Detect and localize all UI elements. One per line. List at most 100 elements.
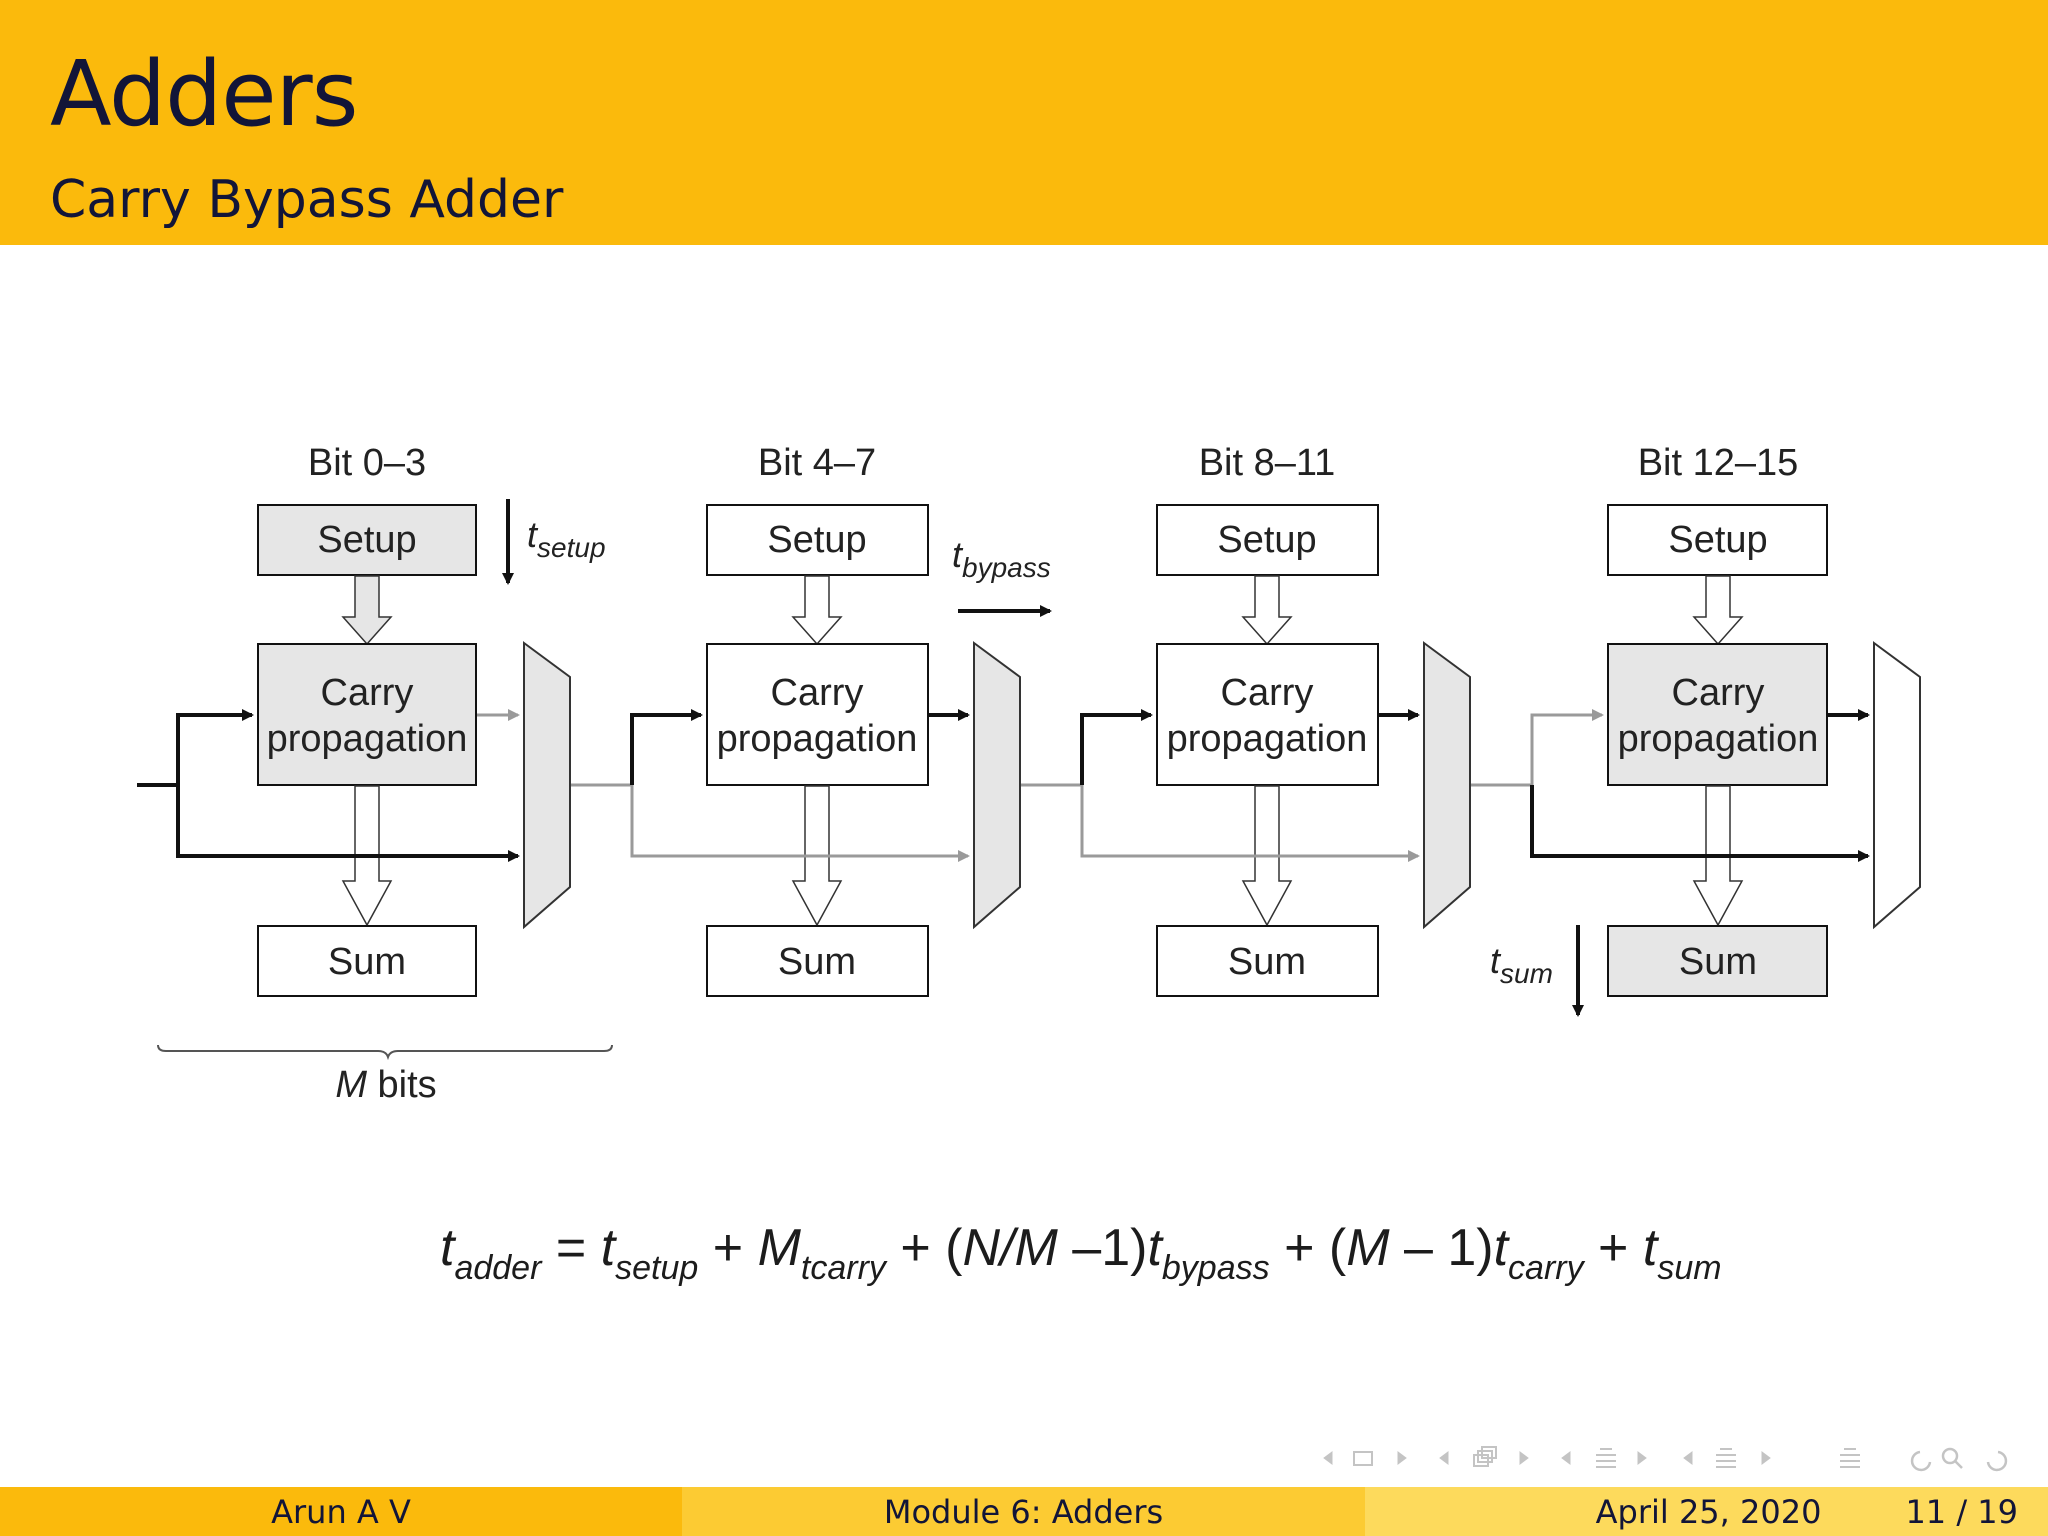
formula-sub: sum (1657, 1249, 1722, 1287)
block-range-label: Bit 12–15 (1638, 442, 1799, 484)
sum-box (257, 925, 477, 997)
block-bit-0-3: Bit 0–3 Setup Carry propagation Sum (257, 442, 571, 997)
carry-label-line1: Carry (1221, 672, 1314, 714)
setup-label: Setup (1217, 519, 1316, 561)
carry-in-up-wire (176, 709, 254, 855)
block-range-label: Bit 0–3 (308, 442, 426, 484)
formula-sub: setup (615, 1249, 699, 1287)
formula-t: t (1642, 1219, 1658, 1277)
nav-left-icon[interactable] (1683, 1451, 1693, 1465)
sum-label: Sum (1228, 941, 1306, 983)
setup-box (1607, 504, 1828, 576)
formula-op: + ( (885, 1219, 963, 1277)
bits-text: bits (367, 1064, 437, 1106)
m-bits-label: M bits (335, 1064, 436, 1106)
subsection-icon[interactable] (1473, 1446, 1497, 1467)
nav-right-icon[interactable] (1519, 1451, 1529, 1465)
formula-t: t (600, 1219, 616, 1277)
block2-bypass-wire (630, 785, 970, 862)
formula-op: –1) (1057, 1219, 1148, 1277)
carry-label-line2: propagation (267, 718, 468, 760)
redo-icon[interactable] (1986, 1450, 2008, 1472)
nav-left-icon[interactable] (1439, 1451, 1449, 1465)
slide-header: Adders Carry Bypass Adder (0, 0, 2048, 245)
carry-label-line1: Carry (771, 672, 864, 714)
setup-box (257, 504, 477, 576)
slide-title: Adders (50, 42, 359, 147)
section-icon[interactable] (1596, 1448, 1616, 1468)
formula-t: t (1147, 1219, 1162, 1277)
carry-box (257, 643, 477, 786)
nav-left-icon[interactable] (1323, 1451, 1333, 1465)
block-range-label: Bit 4–7 (758, 442, 876, 484)
delay-formula: tadder = tsetup + Mtcarry + (N/M –1)tbyp… (440, 1218, 1722, 1288)
nav-left-icon[interactable] (1561, 1451, 1571, 1465)
carry-label-line2: propagation (1167, 718, 1368, 760)
carry-in-down-wire (176, 785, 520, 862)
nav-right-icon[interactable] (1761, 1451, 1771, 1465)
t-bypass-label: tbypass (952, 534, 1051, 583)
t-setup-sub: setup (537, 532, 606, 563)
block-range-label: Bit 8–11 (1199, 442, 1336, 484)
t-sum-label: tsum (1490, 940, 1553, 989)
brace (157, 1044, 613, 1061)
bypass-mux (1423, 641, 1471, 930)
setup-label: Setup (1668, 519, 1767, 561)
footer-module: Module 6: Adders (682, 1487, 1365, 1536)
formula-var: M (757, 1219, 801, 1277)
t-sum-annotation: tsum (1490, 925, 1584, 1017)
carry-box (1156, 643, 1379, 786)
setup-label: Setup (317, 519, 416, 561)
footer-page: 11 / 19 (1905, 1492, 2018, 1531)
formula-t: t (1493, 1219, 1509, 1277)
sum-label: Sum (778, 941, 856, 983)
carry-label-line2: propagation (1618, 718, 1819, 760)
setup-box (1156, 504, 1379, 576)
t-sum-sub: sum (1500, 958, 1553, 989)
setup-to-carry-arrow (341, 575, 393, 646)
block-bit-12-15: Bit 12–15 Setup Carry propagation Sum (1607, 442, 1921, 997)
sum-label: Sum (1679, 941, 1757, 983)
sum-box (1607, 925, 1828, 997)
carry-label-line2: propagation (717, 718, 918, 760)
wires (137, 709, 1870, 862)
carry-box (1607, 643, 1828, 786)
slide-footer: Arun A V Module 6: Adders April 25, 2020… (0, 1487, 2048, 1536)
formula-op: + (698, 1219, 758, 1277)
formula-op: – 1) (1389, 1219, 1494, 1277)
toc-icon[interactable] (1840, 1448, 1860, 1468)
t-setup-base: t (527, 514, 539, 555)
sum-box (1156, 925, 1379, 997)
block-bit-8-11: Bit 8–11 Setup Carry propagation Sum (1156, 442, 1471, 997)
block-bit-4-7: Bit 4–7 Setup Carry propagation Sum (706, 442, 1021, 997)
sum-box (706, 925, 929, 997)
bypass-mux (523, 641, 571, 930)
nav-right-icon[interactable] (1397, 1451, 1407, 1465)
setup-label: Setup (767, 519, 866, 561)
t-bypass-base: t (952, 534, 964, 575)
setup-to-carry-arrow (1692, 575, 1744, 646)
frame-icon[interactable] (1353, 1451, 1373, 1466)
undo-icon[interactable] (1910, 1450, 1932, 1472)
formula-var: N/M (962, 1219, 1058, 1277)
t-sum-base: t (1490, 940, 1502, 981)
block3-carry-in-wire (1080, 709, 1153, 785)
setup-to-carry-arrow (791, 575, 843, 646)
nav-right-icon[interactable] (1637, 1451, 1647, 1465)
search-icon[interactable] (1941, 1447, 1963, 1469)
formula-sub: carry (1508, 1249, 1584, 1287)
formula-op: + (1583, 1219, 1643, 1277)
m-var: M (335, 1064, 367, 1106)
formula-sub: adder (454, 1249, 542, 1287)
carry-label-line1: Carry (321, 672, 414, 714)
footer-date: April 25, 2020 (1595, 1492, 1822, 1531)
carry-label-line1: Carry (1672, 672, 1765, 714)
slide-subtitle: Carry Bypass Adder (50, 170, 564, 230)
t-bypass-sub: bypass (962, 552, 1051, 583)
beamer-navigation (1323, 1446, 2008, 1472)
outline-icon[interactable] (1716, 1448, 1736, 1468)
formula-sub: tcarry (800, 1249, 886, 1287)
t-setup-label: tsetup (527, 514, 606, 563)
t-bypass-annotation: tbypass (952, 534, 1052, 617)
setup-to-carry-arrow (1241, 575, 1293, 646)
